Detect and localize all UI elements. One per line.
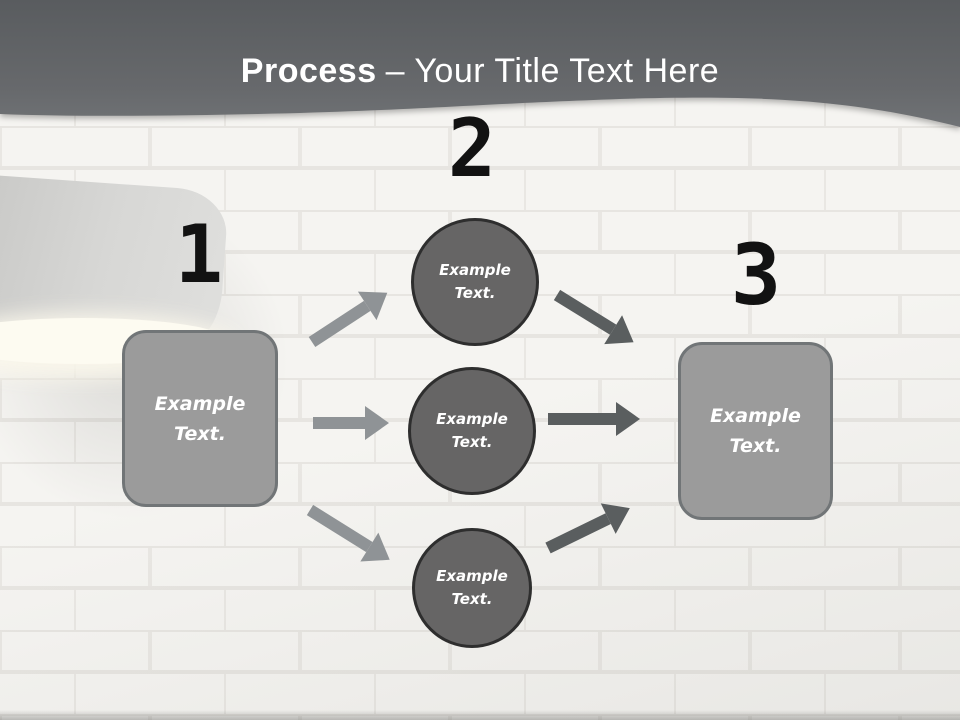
process-circle-top-label: Example Text. xyxy=(439,261,511,302)
arrow-shaft xyxy=(548,413,616,425)
left-process-box-label: Example Text. xyxy=(154,392,246,445)
arrow-head-icon xyxy=(365,406,389,440)
arrow-middle-circle-to-right[interactable] xyxy=(548,402,640,436)
process-circle-bottom-label: Example Text. xyxy=(436,567,508,608)
step-number-1[interactable]: 1 xyxy=(174,208,224,301)
step-number-2[interactable]: 2 xyxy=(447,102,497,195)
title-band xyxy=(0,0,960,127)
process-circle-middle[interactable]: Example Text. xyxy=(408,367,536,495)
bottom-edge-shadow xyxy=(0,710,960,720)
title-bold-text: Process xyxy=(240,52,377,90)
process-circle-bottom[interactable]: Example Text. xyxy=(412,528,532,648)
arrow-left-to-middle-circle[interactable] xyxy=(313,406,389,440)
arrow-head-icon xyxy=(616,402,640,436)
right-process-box[interactable]: Example Text. xyxy=(678,342,833,520)
process-circle-middle-label: Example Text. xyxy=(436,410,508,451)
arrow-shaft xyxy=(313,417,365,429)
left-process-box[interactable]: Example Text. xyxy=(122,330,278,507)
right-process-box-label: Example Text. xyxy=(710,405,801,457)
step-number-3[interactable]: 3 xyxy=(730,226,782,324)
title-rest-text: – Your Title Text Here xyxy=(385,52,720,90)
slide-title[interactable]: Process– Your Title Text Here xyxy=(0,52,960,91)
process-circle-top[interactable]: Example Text. xyxy=(411,218,539,346)
